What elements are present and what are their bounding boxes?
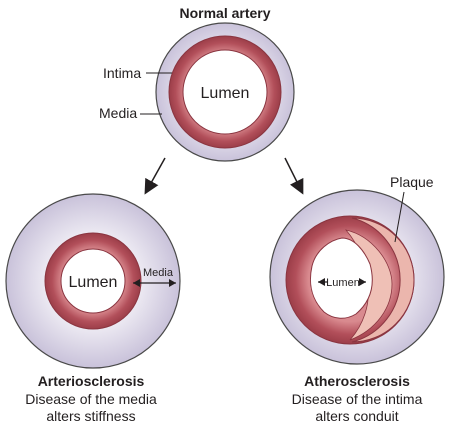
arterio-lumen (60, 248, 126, 314)
normal-artery (155, 22, 295, 162)
arteriosclerosis-caption-2: alters stiffness (46, 408, 135, 424)
normal-artery-title: Normal artery (179, 5, 270, 21)
arteriosclerosis-artery (5, 193, 181, 369)
normal-intima-label: Intima (103, 65, 141, 81)
left-arrow (144, 157, 166, 195)
arteriosclerosis-caption-1: Disease of the media (25, 391, 157, 407)
athero-lumen-arrow-right-head (359, 278, 366, 286)
athero-lumen-arrow-left-head (318, 278, 325, 286)
plaque-leader (394, 191, 405, 243)
athero-lumen-label: Lumen (326, 277, 360, 289)
atherosclerosis-title: Atherosclerosis (304, 373, 410, 389)
athero-plaque-label: Plaque (390, 174, 434, 190)
arterio-media-arrow-right-head (169, 279, 176, 287)
normal-lumen (182, 49, 268, 135)
arterio-media-label: Media (143, 267, 174, 279)
athero-plaque (351, 217, 415, 343)
normal-media-label: Media (99, 105, 137, 121)
right-arrow (284, 157, 304, 195)
atherosclerosis-caption-2: alters conduit (315, 408, 398, 424)
arteriosclerosis-title: Arteriosclerosis (38, 373, 145, 389)
arterio-media-arrow-left-head (133, 279, 140, 287)
arterio-lumen-label: Lumen (69, 274, 118, 291)
atherosclerosis-caption-1: Disease of the intima (292, 391, 423, 407)
normal-lumen-label: Lumen (201, 85, 250, 102)
athero-lumen-label-bg (328, 275, 358, 288)
